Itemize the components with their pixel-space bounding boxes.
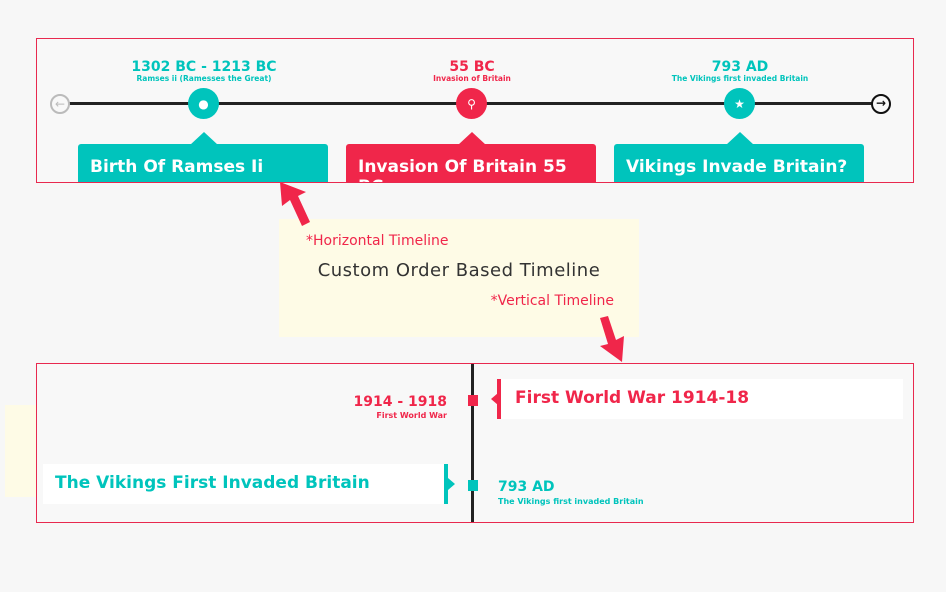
event-date: 55 BC [449,59,495,75]
vertical-label: *Vertical Timeline [490,293,614,309]
note-title: Custom Order Based Timeline [317,260,601,281]
horizontal-timeline: ← → 1302 BC - 1213 BC Ramses ii (Ramesse… [36,38,914,183]
arrow-right-circle-icon[interactable]: → [871,94,891,114]
arrow-left-circle-icon[interactable]: ← [50,94,70,114]
arrow-up-icon [280,182,310,226]
event-card[interactable]: Birth Of Ramses Ii [78,132,328,182]
event-subtitle: The Vikings first invaded Britain [671,74,809,83]
event-marker [468,395,478,406]
event-subtitle: Ramses ii (Ramesses the Great) [136,74,272,83]
event-card[interactable]: Vikings Invade Britain? [614,132,864,182]
event-date: 793 AD [498,479,555,495]
event-subtitle: Invasion of Britain [433,74,511,83]
user-icon[interactable]: ● [188,88,219,119]
arrow-down-icon [600,316,624,362]
timeline-line [471,364,474,522]
star-icon[interactable]: ★ [724,88,755,119]
horizontal-label: *Horizontal Timeline [306,233,449,249]
event-title: The Vikings First Invaded Britain [55,473,370,493]
yellow-strip [5,405,37,497]
vertical-timeline: 1914 - 1918 First World War First World … [36,363,914,523]
event-card[interactable]: The Vikings First Invaded Britain [43,464,455,504]
event-subtitle: The Vikings first invaded Britain [498,497,644,506]
event-subtitle: First World War [376,411,447,420]
event-card[interactable]: Invasion Of Britain 55 BC [346,132,596,182]
note-box: *Horizontal Timeline Custom Order Based … [279,219,639,337]
event-title: First World War 1914-18 [515,388,750,408]
event-card[interactable]: First World War 1914-18 [491,379,903,419]
event-date: 1302 BC - 1213 BC [131,59,277,75]
event-date: 1914 - 1918 [353,394,448,410]
event-date: 793 AD [711,59,769,75]
search-icon[interactable]: ⚲ [456,88,487,119]
event-marker [468,480,478,491]
